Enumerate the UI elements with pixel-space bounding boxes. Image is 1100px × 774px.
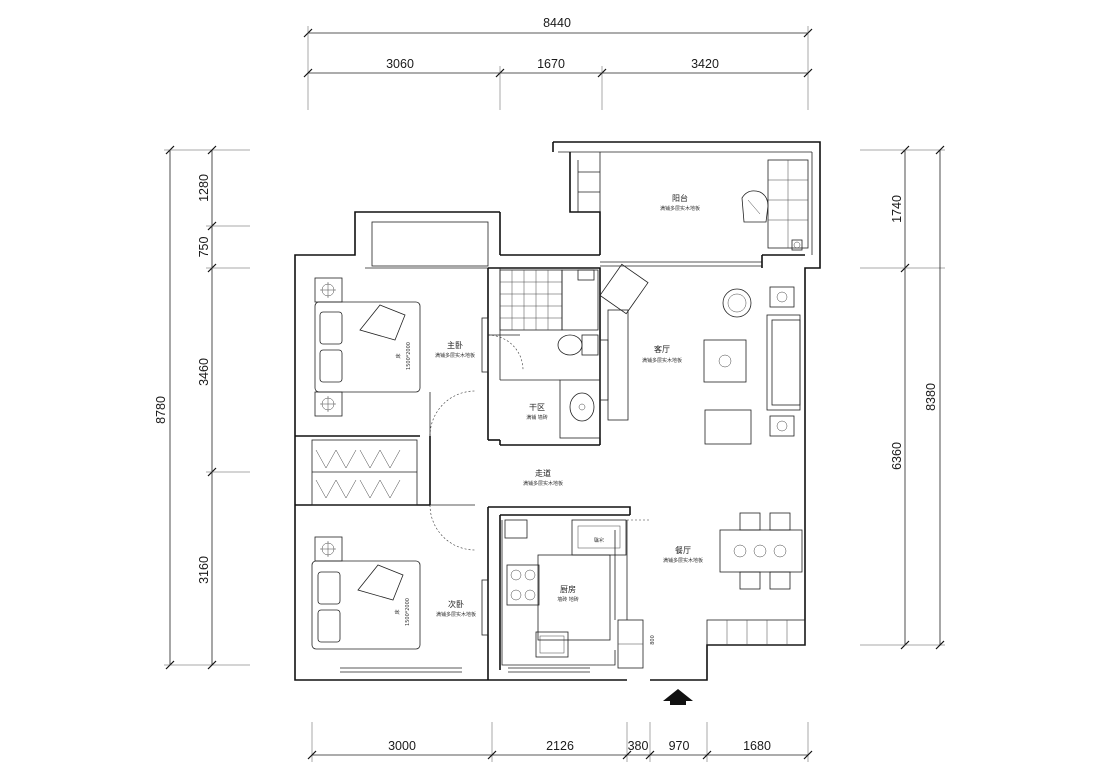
kitchen-note: 墙砖 地砖	[557, 596, 579, 603]
second-bedroom-label: 次卧	[448, 599, 464, 609]
dim-right-2: 6360	[890, 442, 904, 470]
balcony-note: 满铺多层实木地板	[660, 205, 700, 212]
living-room-label: 客厅	[654, 344, 670, 354]
dining-room-label: 餐厅	[675, 546, 691, 555]
fridge-label: 冰箱	[594, 536, 604, 543]
kitchen-label: 厨房	[560, 584, 576, 594]
living-room-furniture	[599, 263, 801, 445]
second-bedroom-furniture	[311, 536, 489, 650]
balcony-furniture	[741, 159, 809, 251]
living-room-note: 满铺多层实木地板	[642, 357, 682, 364]
dim-bottom-2: 2126	[546, 739, 574, 753]
dim-left-3: 3460	[197, 358, 211, 386]
entrance-arrow-icon	[663, 689, 693, 705]
dim-left-2: 750	[197, 237, 211, 258]
corridor-note: 满铺多层实木地板	[523, 480, 563, 487]
corridor-label: 走道	[535, 468, 551, 478]
dry-zone-label: 干区	[529, 403, 545, 412]
cabinet-size: 800	[650, 635, 656, 645]
second-bed-size: 1500*2000	[405, 598, 411, 626]
dining-furniture	[719, 512, 803, 590]
dim-right-total: 8380	[924, 383, 938, 411]
second-bed-label: 床	[394, 609, 401, 614]
dim-top-2: 1670	[537, 57, 565, 71]
dim-top-1: 3060	[386, 57, 414, 71]
master-bedroom-furniture	[314, 221, 489, 417]
room-labels: 阳台 满铺多层实木地板 主卧 满铺多层实木地板 干区 满铺 墙砖 客厅 满铺多层…	[394, 193, 703, 645]
dim-left-1: 1280	[197, 174, 211, 202]
master-bed-label: 床	[395, 353, 402, 358]
walls	[294, 141, 821, 681]
wardrobe	[311, 439, 418, 506]
dim-bottom-4: 970	[669, 739, 690, 753]
dim-bottom-3: 380	[628, 739, 649, 753]
master-bed-size: 1500*2000	[406, 342, 412, 370]
dimension-labels: 8440 3060 1670 3420 3000 2126 380 970 16…	[154, 16, 938, 753]
dining-room-note: 满铺多层实木地板	[663, 557, 703, 564]
dimension-lines	[164, 26, 945, 762]
dim-bottom-5: 1680	[743, 739, 771, 753]
dim-left-total: 8780	[154, 396, 168, 424]
dim-bottom-1: 3000	[388, 739, 416, 753]
second-bedroom-note: 满铺多层实木地板	[436, 611, 476, 618]
master-bedroom-note: 满铺多层实木地板	[435, 352, 475, 359]
doors	[429, 334, 650, 620]
dim-right-1: 1740	[890, 195, 904, 223]
master-bedroom-label: 主卧	[447, 340, 463, 350]
dry-zone-note: 满铺 墙砖	[526, 414, 548, 421]
dim-top-total: 8440	[543, 16, 571, 30]
balcony-label: 阳台	[672, 193, 688, 203]
kitchen-fixtures	[501, 519, 627, 666]
dim-top-3: 3420	[691, 57, 719, 71]
bathroom-fixtures	[499, 269, 609, 439]
dim-left-4: 3160	[197, 556, 211, 584]
